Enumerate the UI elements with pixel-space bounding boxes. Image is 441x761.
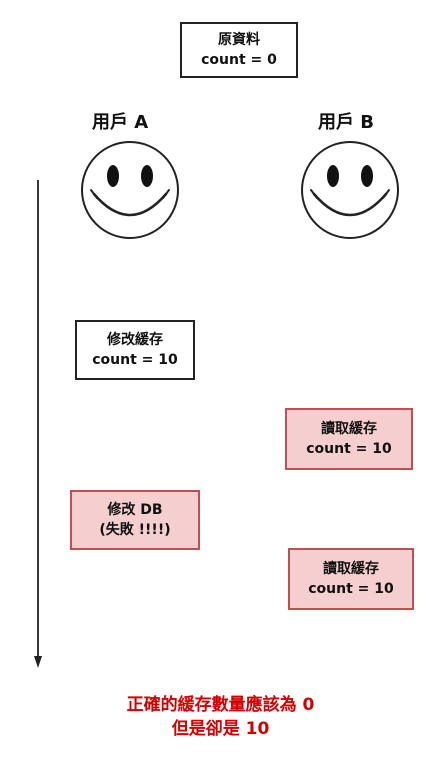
event-value: count = 10: [308, 581, 394, 597]
event-title: 修改 DB: [107, 502, 163, 518]
conclusion-line-1: 正確的緩存數量應該為 0: [126, 695, 315, 715]
original-data-title: 原資料: [218, 32, 260, 48]
smiley-face-icon: [81, 141, 179, 239]
user-b-label: 用戶 B: [318, 112, 374, 133]
event-b-read-cache-1: 讀取緩存 count = 10: [285, 408, 413, 470]
event-a-update-db: 修改 DB (失敗 !!!!): [70, 490, 200, 550]
smiley-face-icon: [301, 141, 399, 239]
original-data-value: count = 0: [201, 52, 277, 68]
event-b-read-cache-2: 讀取緩存 count = 10: [288, 548, 414, 610]
conclusion-line-2: 但是卻是 10: [171, 719, 270, 739]
timeline-down-arrow-icon: [34, 180, 42, 668]
event-title: 修改緩存: [107, 332, 163, 348]
event-title: 讀取緩存: [323, 561, 379, 577]
event-value: (失敗 !!!!): [99, 522, 171, 538]
event-value: count = 10: [92, 352, 178, 368]
conclusion-text: 正確的緩存數量應該為 0 但是卻是 10: [0, 693, 441, 741]
original-data-box: 原資料 count = 0: [180, 22, 298, 78]
event-value: count = 10: [306, 441, 392, 457]
user-a-label: 用戶 A: [92, 112, 149, 133]
event-title: 讀取緩存: [321, 421, 377, 437]
event-a-update-cache: 修改緩存 count = 10: [75, 320, 195, 380]
